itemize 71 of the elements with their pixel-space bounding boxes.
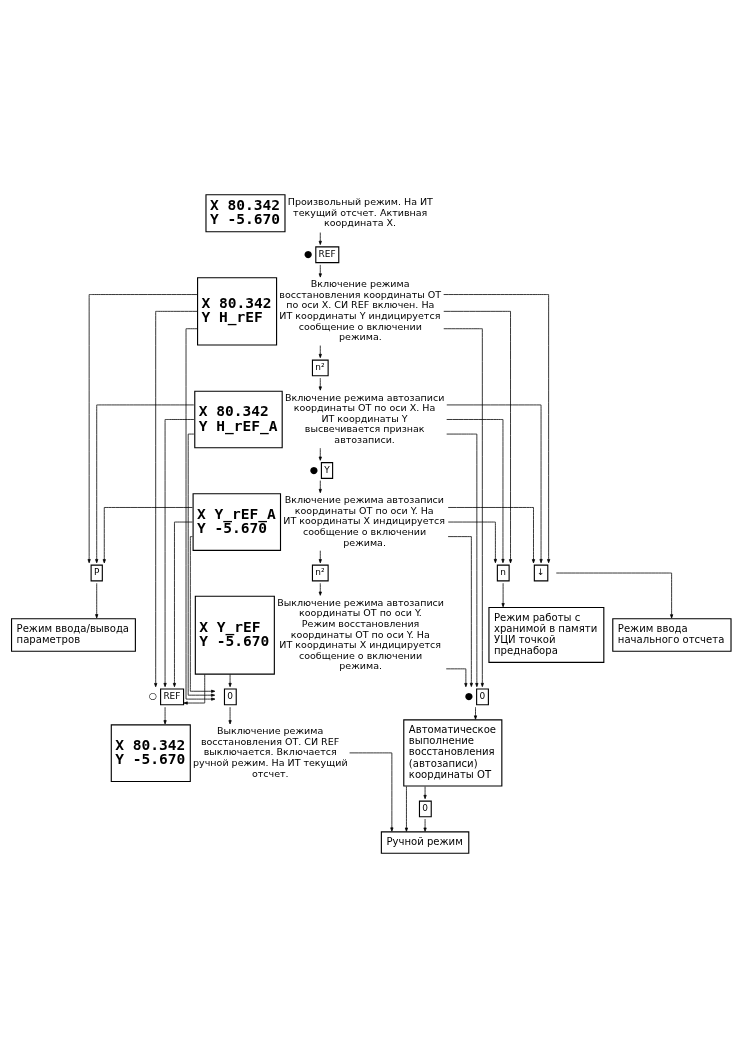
node-box: Режим ввода начального отсчета (612, 617, 732, 652)
arrow (446, 433, 479, 687)
arrow (163, 418, 195, 687)
node-box: Режим ввода/вывода параметров (10, 617, 136, 652)
arrow (318, 344, 322, 358)
node-box: Автоматическое выполнение восстановления (автозаписи) координаты ОТ (403, 718, 503, 786)
arrow (172, 521, 193, 687)
node-label: ● (304, 247, 313, 259)
node-box: Режим работы с хранимой в памяти УЦИ точкой преднабора (488, 606, 605, 663)
arrow (95, 404, 195, 563)
node-label: Выключение режима автозаписи координаты ОТ по оси Y. Режим восстановления координаты ОТ по оси Y. На ИТ координаты X индицируется сообщение о включении режима. (277, 596, 444, 671)
node-box: Ручной режим (380, 830, 470, 854)
node-box: X 80.342 Y H_rEF_A (194, 390, 283, 448)
arrow (183, 673, 206, 705)
arrow (318, 479, 322, 493)
arrow (95, 582, 99, 618)
node-label: Произвольный режим. На ИТ текущий отсчет. Активная координата X. (287, 195, 433, 228)
node-box: n² (311, 564, 329, 581)
arrow (185, 327, 216, 701)
node-box: REF (160, 687, 185, 705)
node-box: X Y_rEF_A Y -5.670 (192, 492, 282, 551)
node-box: 0 (223, 687, 237, 705)
arrow (423, 818, 427, 832)
node-label: ● (464, 689, 474, 701)
arrow (443, 327, 484, 687)
arrow (555, 572, 674, 618)
node-box: REF (315, 245, 340, 263)
node-box: n (496, 564, 510, 581)
arrow (447, 535, 473, 687)
node-box: 0 (418, 800, 432, 817)
arrow (228, 673, 232, 687)
node-label: Включение режима автозаписи координаты ОТ по оси Y. На ИТ координаты X индицируется сообщение о включении режима. (283, 493, 445, 548)
arrow (318, 549, 322, 563)
node-box: X Y_rEF Y -5.670 (194, 595, 275, 675)
arrow (163, 706, 167, 724)
arrow (446, 418, 505, 563)
arrow (187, 433, 216, 697)
arrow (473, 706, 478, 720)
node-box: n² (311, 359, 329, 376)
arrow (318, 377, 322, 391)
arrow (318, 447, 322, 461)
arrow (87, 293, 198, 563)
arrow (318, 264, 322, 277)
arrow (404, 785, 408, 832)
node-box: X 80.342 Y -5.670 (110, 723, 191, 782)
arrow (447, 506, 536, 563)
arrow (318, 231, 322, 245)
node-box: Y (320, 461, 334, 479)
node-label: Включение режима восстановления координаты ОТ по оси X. СИ REF включен. На ИТ координаты Y индицируется сообщение о включении режима. (279, 277, 442, 342)
arrow (349, 752, 394, 832)
arrow (189, 535, 216, 693)
node-label: Выключение режима восстановления ОТ. СИ REF выключается. Включается ручной режим. На ИТ текущий отсчет. (193, 724, 348, 779)
arrow (228, 706, 232, 724)
node-box: X 80.342 Y -5.670 (205, 193, 286, 232)
node-label: ○ (148, 689, 158, 701)
node-label: ● (309, 463, 318, 475)
arrow (423, 785, 427, 799)
node-box: 0 (476, 687, 489, 705)
arrow (443, 293, 551, 563)
arrow (102, 506, 193, 563)
arrow (447, 521, 497, 563)
arrow (318, 582, 322, 596)
arrow (443, 310, 513, 563)
node-label: Включение режима автозаписи координаты ОТ по оси X. На ИТ координаты Y высвечивается признак автозаписи. (284, 391, 445, 445)
arrow (501, 582, 505, 607)
arrow (446, 404, 543, 563)
arrow (445, 667, 468, 687)
node-box: ↓ (533, 564, 549, 581)
node-box: X 80.342 Y H_rEF (197, 276, 278, 346)
node-box: P (90, 564, 103, 581)
arrow (154, 310, 198, 687)
